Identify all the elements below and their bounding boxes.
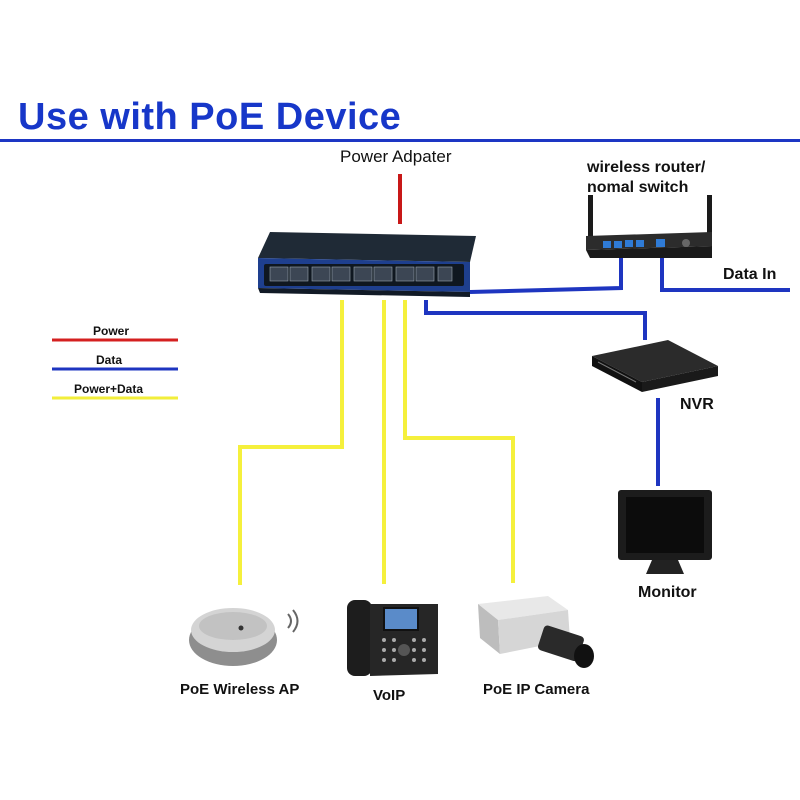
voip-label: VoIP	[373, 687, 406, 704]
data-in-cable	[660, 254, 790, 292]
data-in-label: Data In	[723, 266, 777, 283]
nvr-icon	[592, 340, 718, 392]
monitor-icon	[618, 490, 712, 574]
cable-to-ip-camera	[403, 300, 515, 583]
legend-power-label: Power	[93, 324, 130, 338]
page-title: Use with PoE Device	[18, 96, 402, 138]
nvr-label: NVR	[680, 396, 714, 413]
monitor-label: Monitor	[638, 584, 697, 601]
power-adapter-label: Power Adpater	[340, 147, 452, 166]
legend	[52, 338, 178, 400]
cable-to-wireless-ap	[238, 300, 344, 585]
power-data-cables	[238, 300, 515, 585]
poe-switch-icon	[258, 232, 476, 297]
wifi-signal-icon	[287, 613, 292, 629]
voip-phone-icon	[347, 600, 438, 676]
router-label-line2: nomal switch	[587, 179, 689, 196]
title-underline	[0, 139, 800, 142]
legend-data-label: Data	[96, 353, 123, 367]
switch-to-router-cable	[469, 254, 623, 294]
wireless-ap-label: PoE Wireless AP	[180, 681, 300, 698]
data-cables	[424, 254, 790, 486]
ip-camera-icon	[478, 596, 594, 668]
legend-power-data-label: Power+Data	[74, 382, 144, 396]
switch-to-nvr-cable	[424, 300, 647, 340]
ip-camera-label: PoE IP Camera	[483, 681, 590, 698]
router-icon	[586, 195, 712, 258]
wireless-ap-icon	[189, 608, 299, 666]
router-label-line1: wireless router/	[587, 159, 706, 176]
